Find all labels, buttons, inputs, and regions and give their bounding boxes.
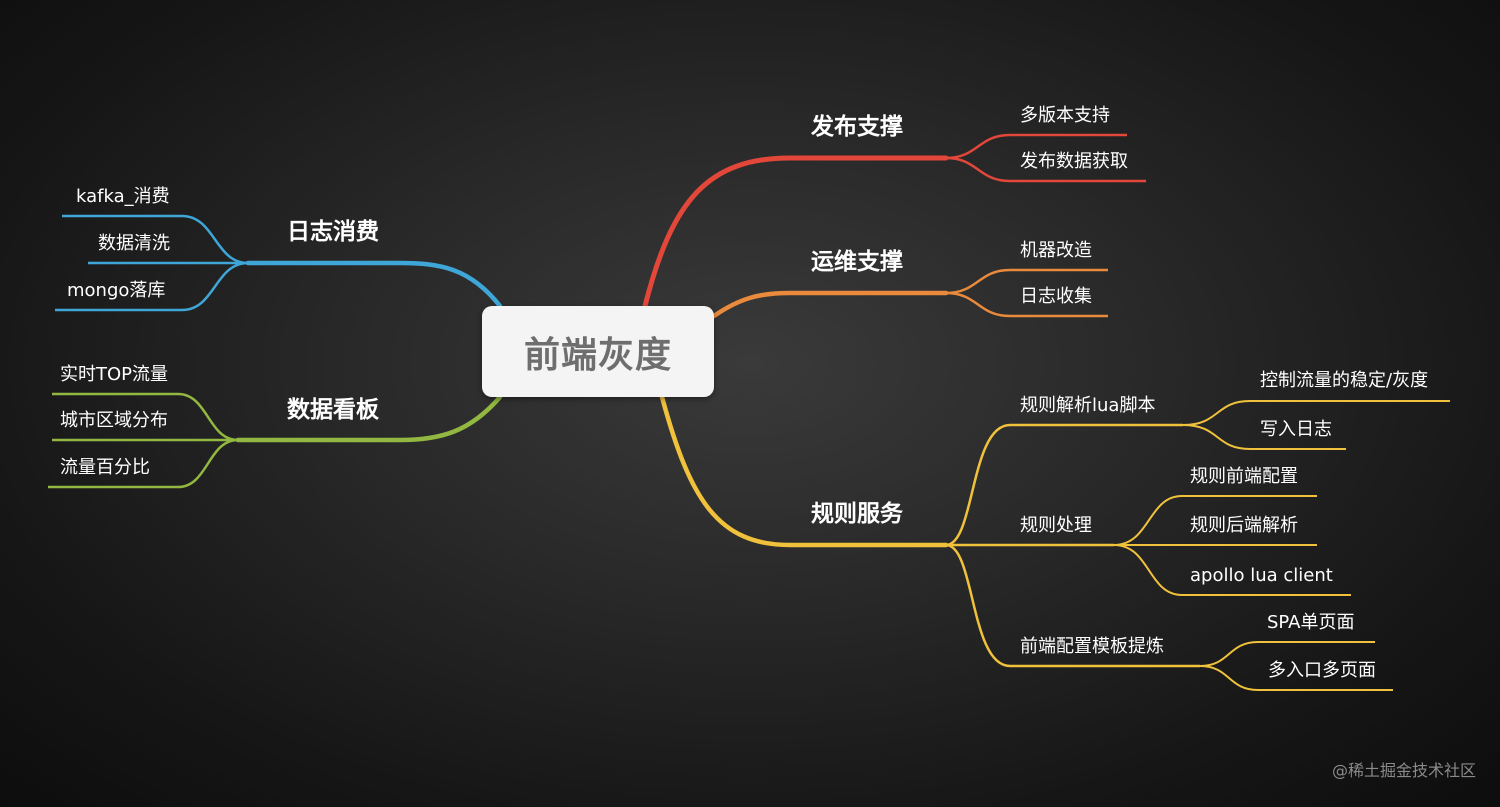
ops-item-1[interactable]: 机器改造 (1020, 240, 1092, 261)
connector-rules-template (945, 543, 1200, 668)
branch-logs-label[interactable]: 日志消费 (287, 219, 379, 245)
connector-logs-main (245, 260, 503, 309)
connector-process-item-3 (1113, 544, 1351, 596)
dashboard-item-1[interactable]: 实时TOP流量 (60, 364, 169, 385)
connector-template-item-2 (1199, 665, 1393, 691)
connector-ops-item-1 (945, 268, 1108, 295)
parse-item-2[interactable]: 写入日志 (1260, 419, 1332, 440)
connector-rules-main (659, 394, 949, 548)
logs-item-2[interactable]: 数据清洗 (98, 233, 170, 254)
rules-template-label[interactable]: 前端配置模板提炼 (1020, 636, 1164, 657)
connector-dashboard-main (235, 394, 503, 443)
connector-dashboard-item-3 (48, 438, 239, 489)
center-node[interactable]: 前端灰度 (482, 306, 714, 397)
connector-parse-item-2 (1182, 424, 1346, 450)
connector-parse-item-1 (1182, 400, 1450, 426)
watermark: @稀土掘金技术社区 (1331, 761, 1476, 780)
rules-parse-label[interactable]: 规则解析lua脚本 (1020, 395, 1156, 416)
dashboard-item-3[interactable]: 流量百分比 (60, 457, 150, 478)
process-item-2[interactable]: 规则后端解析 (1190, 515, 1298, 536)
parse-item-1[interactable]: 控制流量的稳定/灰度 (1260, 370, 1429, 391)
connector-logs-item-3 (55, 261, 249, 312)
branch-ops-label[interactable]: 运维支撑 (811, 249, 903, 275)
template-item-2[interactable]: 多入口多页面 (1268, 660, 1376, 681)
connector-template-item-1 (1199, 641, 1375, 667)
connector-dashboard-item-1 (52, 392, 239, 442)
process-item-3[interactable]: apollo lua client (1190, 565, 1333, 586)
logs-item-3[interactable]: mongo落库 (67, 280, 166, 301)
connector-release-item-2 (945, 156, 1146, 183)
connector-ops-item-2 (945, 291, 1108, 318)
branch-rules-label[interactable]: 规则服务 (811, 501, 903, 527)
rules-process-label[interactable]: 规则处理 (1020, 515, 1092, 536)
dashboard-item-2[interactable]: 城市区域分布 (60, 410, 168, 431)
center-node-label: 前端灰度 (523, 334, 672, 376)
branch-release-label[interactable]: 发布支撑 (811, 114, 903, 140)
template-item-1[interactable]: SPA单页面 (1267, 612, 1355, 633)
release-item-1[interactable]: 多版本支持 (1020, 105, 1110, 126)
logs-item-1[interactable]: kafka_消费 (76, 186, 170, 207)
connector-rules-parse (945, 423, 1183, 547)
connector-release-item-1 (945, 133, 1127, 160)
process-item-1[interactable]: 规则前端配置 (1190, 466, 1298, 487)
ops-item-2[interactable]: 日志收集 (1020, 286, 1092, 307)
branch-dashboard-label[interactable]: 数据看板 (287, 397, 379, 423)
connector-logs-item-1 (62, 214, 249, 265)
connector-release-main (642, 155, 949, 309)
release-item-2[interactable]: 发布数据获取 (1020, 151, 1128, 172)
connector-process-item-1 (1113, 495, 1317, 546)
connector-ops-main (711, 290, 949, 319)
